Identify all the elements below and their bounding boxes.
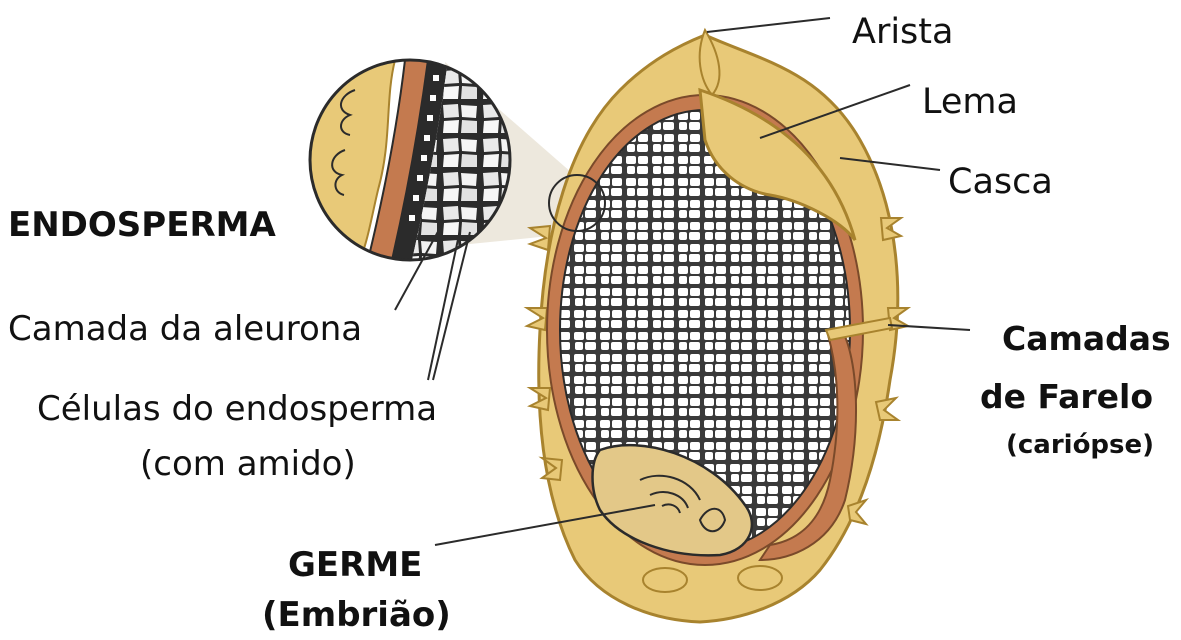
label-embriao: (Embrião) xyxy=(262,598,451,632)
label-germe: GERME xyxy=(288,548,422,582)
label-celulas-endosperma: Células do endosperma xyxy=(37,392,437,426)
label-lema: Lema xyxy=(922,85,1018,120)
label-casca: Casca xyxy=(948,165,1053,200)
label-cariopse: (cariópse) xyxy=(1006,432,1154,458)
label-com-amido: (com amido) xyxy=(140,447,356,481)
zoom-detail xyxy=(310,60,510,260)
label-de-farelo: de Farelo xyxy=(980,380,1153,413)
label-camadas: Camadas xyxy=(1002,322,1171,355)
label-endosperma: ENDOSPERMA xyxy=(8,208,276,242)
label-arista: Arista xyxy=(852,15,953,50)
label-camada-aleurona: Camada da aleurona xyxy=(8,312,362,346)
